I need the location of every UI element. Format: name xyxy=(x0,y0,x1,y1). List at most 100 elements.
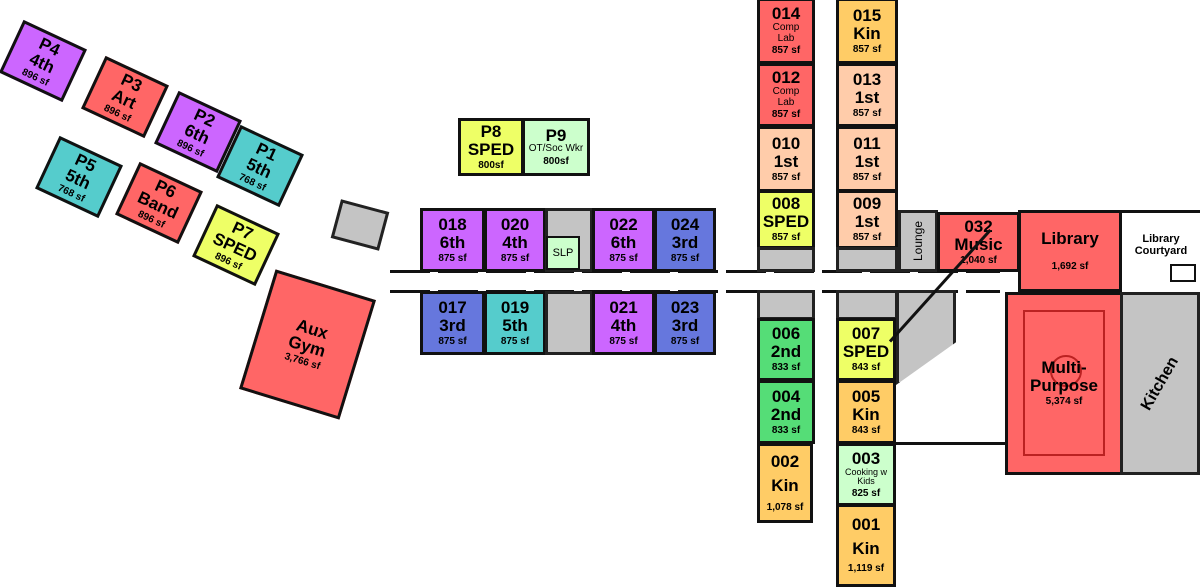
room-area: 857 sf xyxy=(852,43,882,55)
room-area: 875 sf xyxy=(500,335,530,347)
room-number: 018 xyxy=(438,214,467,234)
room-number: 004 xyxy=(771,386,801,406)
service-area xyxy=(757,290,815,320)
room-number: 010 xyxy=(771,133,801,153)
room-use: 3rd xyxy=(671,315,699,335)
room-area: 800sf xyxy=(543,155,569,167)
room-slp[interactable]: SLP xyxy=(546,236,580,270)
room-lounge[interactable]: Lounge xyxy=(898,210,938,272)
room-use: 5th xyxy=(502,315,528,335)
room-use: Kin xyxy=(853,23,881,43)
room-number: 005 xyxy=(851,386,881,406)
room-number: 014 xyxy=(771,4,801,24)
room-area: 843 sf xyxy=(851,362,881,374)
service-area xyxy=(330,199,390,251)
room-use: Kin xyxy=(852,404,880,424)
courtyard-box xyxy=(1170,264,1196,282)
service-area xyxy=(545,291,593,355)
room-use: Kin xyxy=(852,539,880,559)
room-use: Lounge xyxy=(911,220,926,262)
room-area: 875 sf xyxy=(670,252,700,264)
room-use: Kitchen xyxy=(1137,353,1182,413)
service-area xyxy=(896,290,956,385)
room-number: 011 xyxy=(853,133,881,153)
corridor-wall xyxy=(896,442,1006,445)
court-center-circle xyxy=(1050,355,1082,387)
service-area xyxy=(836,290,898,320)
room-use: 1st xyxy=(854,212,880,232)
room-multipurpose[interactable]: Multi-Purpose 5,374 sf xyxy=(1005,292,1123,475)
room-area: 833 sf xyxy=(771,424,801,436)
room-number: 013 xyxy=(852,69,882,89)
room-number: 020 xyxy=(500,214,530,234)
room-number: 021 xyxy=(609,297,638,317)
room-use: OT/Soc Wkr xyxy=(528,143,584,155)
room-use: Kin xyxy=(771,475,799,495)
room-use: SLP xyxy=(552,247,574,260)
room-number: 017 xyxy=(438,297,467,317)
room-number: 012 xyxy=(771,68,801,88)
room-use: 4th xyxy=(610,315,637,335)
room-use: 3rd xyxy=(439,315,466,335)
room-area: 875 sf xyxy=(438,335,467,347)
room-area: 1,078 sf xyxy=(766,501,804,513)
room-use: Library xyxy=(1041,228,1099,248)
room-use: Comp Lab xyxy=(772,86,800,108)
room-number: 032 xyxy=(964,216,993,236)
room-number: 001 xyxy=(851,515,881,535)
room-kitchen[interactable]: Kitchen xyxy=(1120,292,1200,475)
room-use: 1st xyxy=(773,151,799,171)
room-area: 800sf xyxy=(478,159,504,171)
room-use: SPED xyxy=(467,139,515,159)
room-area: 1,119 sf xyxy=(847,563,885,575)
room-number: 023 xyxy=(670,297,700,317)
room-area: 857 sf xyxy=(852,232,882,244)
room-use: 1st xyxy=(854,151,880,171)
room-area: 857 sf xyxy=(771,232,801,244)
room-use: Comp Lab xyxy=(772,22,800,44)
room-number: 015 xyxy=(852,5,882,25)
room-number: 002 xyxy=(770,451,800,471)
room-number: P9 xyxy=(545,125,567,145)
service-area xyxy=(836,247,898,272)
room-area: 857 sf xyxy=(771,45,801,57)
room-use: 4th xyxy=(502,232,528,252)
room-area: 875 sf xyxy=(609,252,638,264)
room-number: 019 xyxy=(500,297,530,317)
room-use: Multi-Purpose xyxy=(1029,358,1099,396)
room-use: 2nd xyxy=(770,342,802,362)
